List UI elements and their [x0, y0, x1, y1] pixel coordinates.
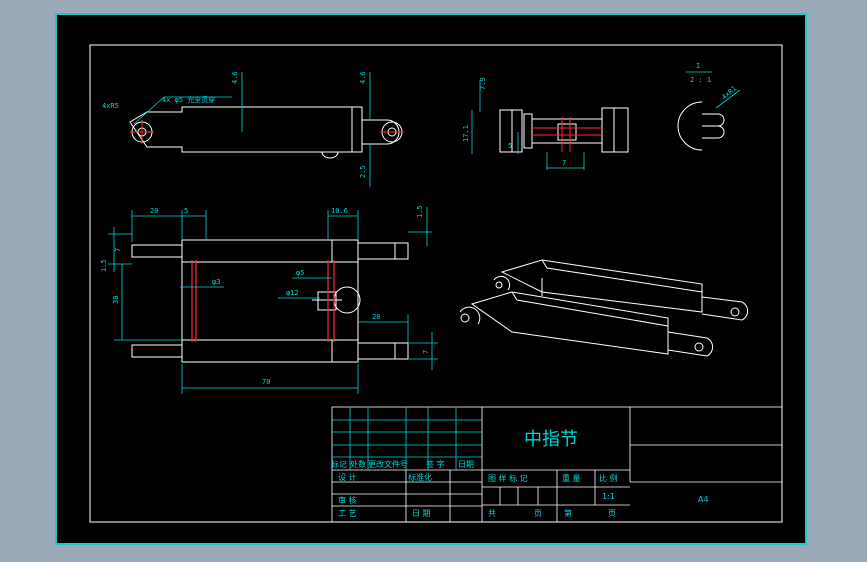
- title-block: [331, 406, 783, 523]
- side-view-dimensions: [471, 80, 585, 170]
- sheet-size: A4: [698, 495, 709, 504]
- scale-value: 1:1: [602, 492, 615, 501]
- col-marks: 标记: [331, 459, 347, 469]
- dim-phi12: φ12: [286, 289, 299, 297]
- dim-5-side: 5: [508, 142, 512, 150]
- sheet-number-unit: 页: [608, 509, 616, 518]
- dim-30: 30: [112, 296, 120, 304]
- dim-20-right: 20: [372, 313, 380, 321]
- stage-mark: 图 样 标 记: [488, 473, 528, 483]
- col-change-doc: 更改文件号: [368, 459, 408, 469]
- dim-5-top: 5: [184, 207, 188, 215]
- row-date: 日 期: [412, 509, 431, 518]
- cad-drawing: 4xR5 4x φ5 完全贯穿 4.6 4.6 2.5 7.9 17.1 5 7: [89, 44, 783, 523]
- sheet-number-label: 第: [564, 508, 572, 518]
- row-review: 审 核: [338, 495, 357, 505]
- detail-view: [677, 101, 725, 151]
- total-sheets-unit: 页: [534, 509, 542, 518]
- isometric-view: [459, 259, 749, 357]
- dim-70: 70: [262, 378, 270, 386]
- dim-7-left: 7: [114, 248, 122, 252]
- front-view: [131, 239, 409, 363]
- dim-1-5-left: 1.5: [100, 259, 108, 272]
- dim-17-1: 17.1: [462, 125, 470, 142]
- weight-label: 重 量: [562, 473, 581, 483]
- dim-phi5: φ5: [296, 269, 304, 277]
- total-sheets-label: 共: [488, 509, 496, 518]
- col-signature: 签 字: [426, 459, 445, 469]
- detail-scale: 2 : 1: [690, 76, 711, 84]
- dim-10-6: 10.6: [331, 207, 348, 215]
- front-view-dimensions: [108, 207, 438, 394]
- row-standard: 标准化: [408, 472, 432, 482]
- side-view: [499, 107, 629, 153]
- detail-label: I: [696, 62, 700, 70]
- dim-2-5: 2.5: [359, 165, 367, 178]
- drawing-canvas: 4xR5 4x φ5 完全贯穿 4.6 4.6 2.5 7.9 17.1 5 7: [55, 13, 807, 545]
- dim-4-6-a: 4.6: [231, 71, 239, 84]
- row-design: 设 计: [338, 472, 357, 482]
- dim-7-side: 7: [562, 159, 566, 167]
- col-count: 处数: [350, 459, 366, 469]
- top-view: [129, 106, 403, 159]
- dim-1-5-right: 1.5: [416, 205, 424, 218]
- dim-phi3: φ3: [212, 278, 220, 286]
- drawing-border: [89, 44, 783, 523]
- chamfer-note: 4x φ5 完全贯穿: [162, 95, 215, 104]
- part-name: 中指节: [524, 429, 578, 450]
- hole-radius-note: 4xR5: [102, 102, 119, 110]
- top-view-dimensions: [133, 72, 371, 187]
- scale-label: 比 例: [599, 473, 618, 483]
- dim-7-9: 7.9: [479, 77, 487, 90]
- dim-20-top: 20: [150, 207, 158, 215]
- dim-4-6-b: 4.6: [359, 71, 367, 84]
- col-date: 日期: [458, 460, 474, 469]
- dim-7-right: 7: [422, 350, 430, 354]
- row-process: 工 艺: [338, 509, 357, 518]
